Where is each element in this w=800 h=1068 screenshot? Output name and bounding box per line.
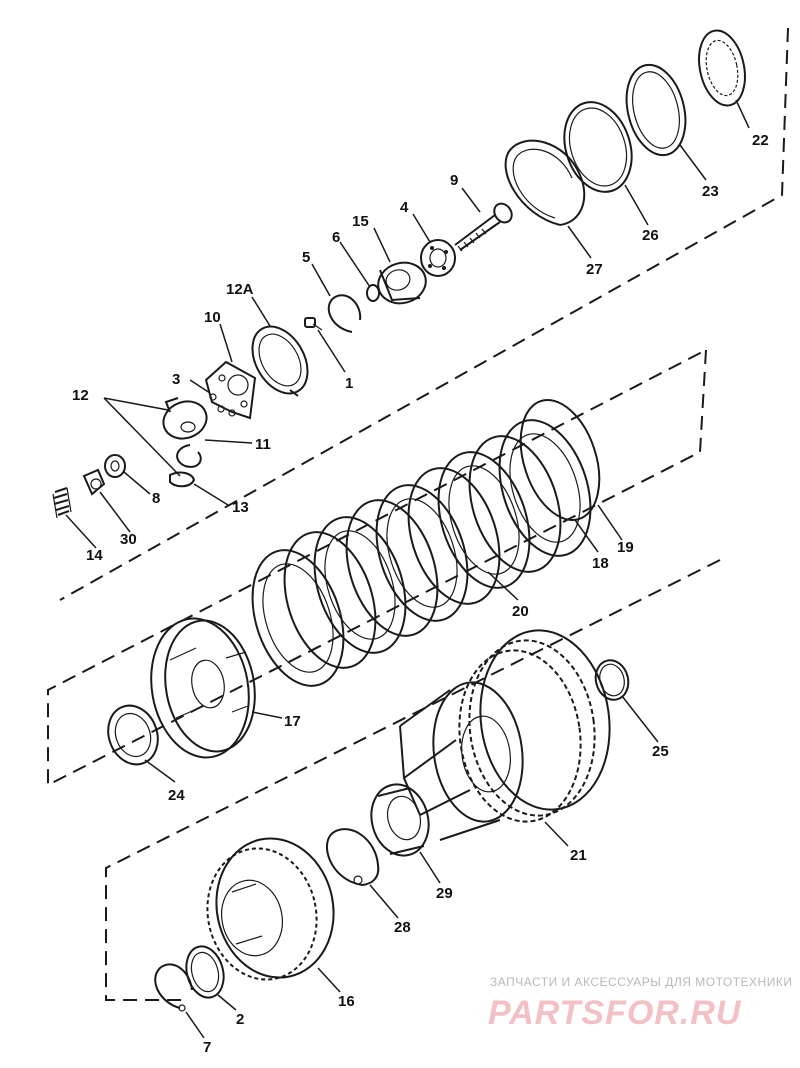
part-24-ring (107, 704, 159, 766)
label-15: 15 (352, 213, 369, 230)
label-13: 13 (232, 499, 249, 516)
clutch-plate-pack (251, 398, 601, 687)
label-12: 12 (72, 387, 89, 404)
part-22-friction-disc (698, 29, 746, 107)
label-7: 7 (203, 1039, 211, 1056)
part-17-pressure-plate (150, 617, 256, 759)
label-11: 11 (255, 436, 271, 453)
label-29: 29 (436, 885, 453, 902)
part-29-bearing (370, 783, 430, 857)
label-18: 18 (592, 555, 609, 572)
part-7-snap-ring (154, 963, 193, 1012)
part-27-snap-ring (504, 139, 586, 226)
label-6: 6 (332, 229, 340, 246)
label-23: 23 (702, 183, 719, 200)
label-9: 9 (450, 172, 458, 189)
label-5: 5 (302, 249, 310, 266)
label-16: 16 (338, 993, 355, 1010)
label-28: 28 (394, 919, 411, 936)
label-19: 19 (617, 539, 634, 556)
part-6-washer (366, 284, 380, 302)
label-1: 1 (345, 375, 353, 392)
part-2-ring (185, 945, 225, 999)
part-30-spring-seat (82, 468, 106, 496)
part-28-snap-ring (325, 828, 380, 886)
part-14-spring (52, 487, 72, 519)
part-16-clutch-hub (206, 837, 335, 981)
label-26: 26 (642, 227, 659, 244)
part-11-coupling (176, 444, 202, 468)
label-20: 20 (512, 603, 529, 620)
label-2: 2 (236, 1011, 244, 1028)
label-21: 21 (570, 847, 587, 864)
part-5-retaining-ring (327, 294, 362, 333)
assembly-axis-lines (47, 27, 789, 1001)
part-3-balls (209, 393, 236, 417)
label-8: 8 (152, 490, 160, 507)
label-27: 27 (586, 261, 603, 278)
label-24: 24 (168, 787, 185, 804)
label-17: 17 (284, 713, 301, 730)
label-10: 10 (204, 309, 221, 326)
label-22: 22 (752, 132, 769, 149)
label-14: 14 (86, 547, 103, 564)
part-labels: 22 23 26 27 9 4 15 6 5 1 12A 10 3 12 11 … (72, 132, 769, 1056)
watermark: ЗАПЧАСТИ И АКСЕССУАРЫ ДЛЯ МОТОТЕХНИКИ PA… (488, 975, 792, 1032)
part-10-adjuster-plate (204, 360, 257, 420)
watermark-caption: ЗАПЧАСТИ И АКСЕССУАРЫ ДЛЯ МОТОТЕХНИКИ (490, 975, 792, 989)
label-30: 30 (120, 531, 137, 548)
part-26-ring (563, 101, 633, 193)
part-12a-release-ring (251, 325, 309, 397)
part-25-snap-ring (594, 659, 630, 701)
label-3: 3 (172, 371, 180, 388)
watermark-logo: PARTSFOR.RU (488, 994, 742, 1032)
label-12a: 12A (226, 281, 254, 298)
part-13-retainer (169, 471, 196, 488)
label-4: 4 (400, 199, 409, 216)
leader-lines (65, 99, 750, 1039)
part-4-bearing (420, 239, 456, 277)
part-12-ramp (162, 397, 208, 440)
label-25: 25 (652, 743, 669, 760)
part-23-steel-ring (625, 63, 687, 157)
part-9-adjusting-screw (454, 202, 513, 252)
part-8-nut (104, 454, 126, 478)
part-1-screw (304, 317, 323, 331)
part-21-clutch-shell (399, 629, 611, 841)
